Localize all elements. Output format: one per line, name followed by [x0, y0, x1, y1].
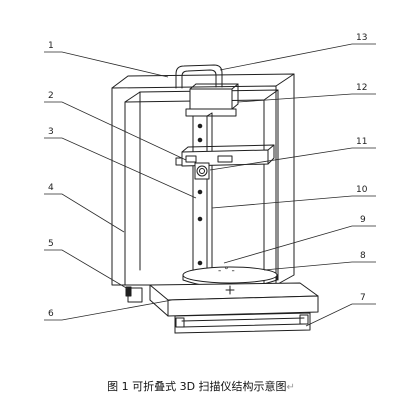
label-11: 11 — [356, 137, 367, 147]
camera-module — [194, 162, 210, 180]
label-10: 10 — [356, 185, 368, 195]
label-7: 7 — [360, 293, 366, 303]
bottom-drawer — [174, 312, 311, 334]
part-labels: 1 2 3 4 5 6 7 8 9 10 11 12 13 - ° - — [48, 33, 368, 319]
carry-handle — [175, 64, 223, 89]
label-6: 6 — [48, 309, 54, 319]
caption-text: 图 1 可折叠式 3D 扫描仪结构示意图 — [107, 380, 287, 393]
fold-knob — [125, 286, 132, 297]
figure-caption: 图 1 可折叠式 3D 扫描仪结构示意图↵ — [0, 378, 402, 394]
label-9: 9 — [360, 215, 366, 225]
paragraph-mark: ↵ — [286, 382, 295, 393]
label-2: 2 — [48, 91, 54, 101]
label-3: 3 — [48, 127, 54, 137]
label-4: 4 — [48, 183, 54, 193]
column-screws — [197, 123, 203, 266]
label-8: 8 — [360, 251, 366, 261]
turntable-scale-marks: - ° - — [218, 266, 235, 276]
label-12: 12 — [356, 83, 367, 93]
top-mount-block — [185, 83, 239, 117]
label-1: 1 — [48, 41, 54, 51]
base-plate — [127, 282, 319, 317]
base-marks — [225, 285, 235, 295]
label-13: 13 — [356, 33, 367, 43]
label-5: 5 — [48, 239, 54, 249]
leader-lines — [44, 43, 376, 327]
